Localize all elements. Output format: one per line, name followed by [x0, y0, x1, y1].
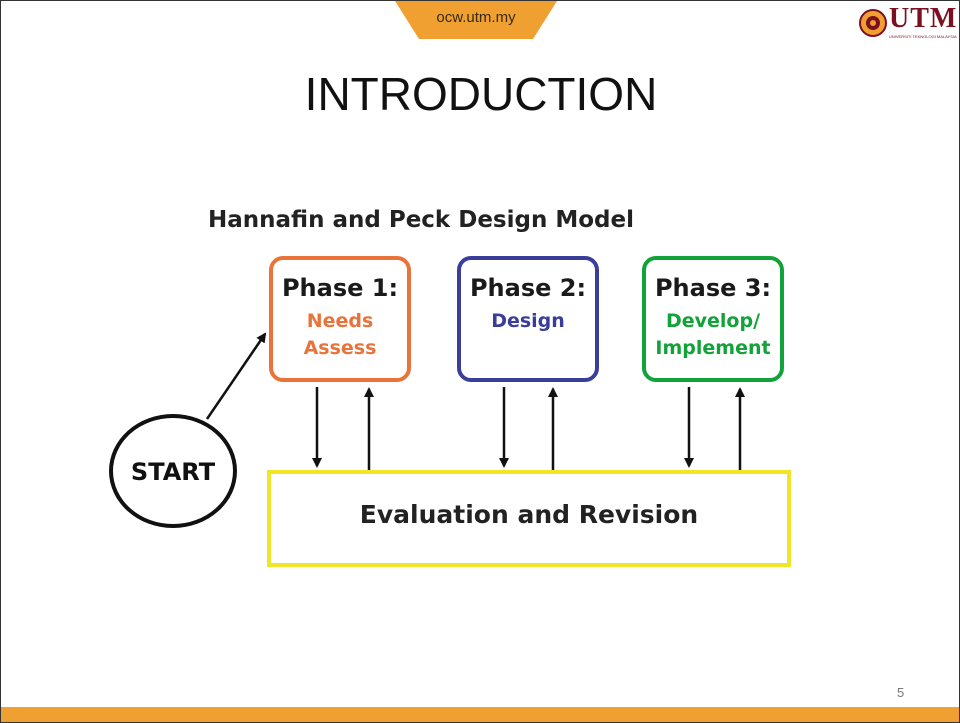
phase-1-box: Phase 1: Needs Assess: [269, 256, 411, 382]
logo-subtext: UNIVERSITI TEKNOLOGI MALAYSIA: [889, 34, 957, 39]
page-number: 5: [897, 685, 905, 700]
footer-bar: [1, 707, 959, 722]
site-tab: ocw.utm.my: [395, 1, 557, 41]
logo-text: UTM: [889, 3, 958, 34]
site-tab-shape: [395, 1, 557, 39]
phase-3-label: Phase 3:: [654, 274, 772, 302]
diagram-title: Hannafin and Peck Design Model: [208, 207, 634, 233]
utm-logo: UTM UNIVERSITI TEKNOLOGI MALAYSIA: [859, 3, 959, 45]
phase-3-box: Phase 3: Develop/ Implement: [642, 256, 784, 382]
evaluation-box: Evaluation and Revision: [267, 470, 791, 567]
site-label: ocw.utm.my: [436, 9, 516, 26]
start-to-phase1-arrow: [205, 332, 267, 420]
phase-3-sublabel: Develop/ Implement: [655, 310, 771, 359]
slide-title: INTRODUCTION: [304, 68, 658, 120]
utm-crest-icon: [859, 9, 887, 37]
phase-1-sublabel: Needs Assess: [303, 310, 377, 359]
phase-2-sublabel: Design: [491, 310, 565, 332]
phase-2-box: Phase 2: Design: [457, 256, 599, 382]
start-node: START: [109, 414, 237, 528]
evaluation-label: Evaluation and Revision: [359, 500, 699, 529]
phase-1-label: Phase 1:: [281, 274, 399, 302]
start-label: START: [130, 458, 216, 486]
phase-2-label: Phase 2:: [469, 274, 587, 302]
